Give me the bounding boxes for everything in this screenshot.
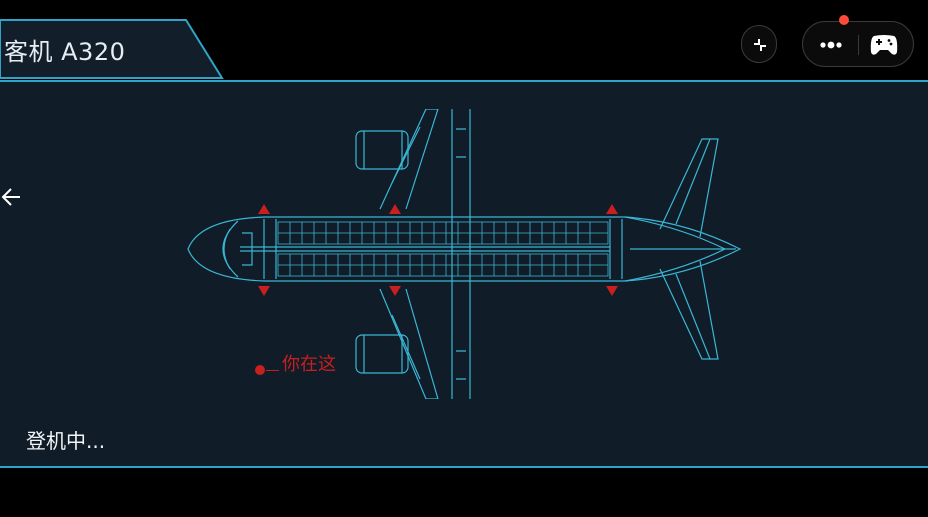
aircraft-blueprint	[187, 109, 742, 399]
more-icon[interactable]	[817, 36, 847, 54]
door-marker[interactable]	[389, 204, 401, 214]
capsule-divider	[858, 35, 859, 55]
mini-program-capsule	[802, 21, 914, 67]
notification-dot	[839, 15, 849, 25]
position-marker	[255, 365, 265, 375]
game-panel: 你在这 登机中...	[0, 80, 928, 468]
seat-grid	[277, 221, 609, 277]
you-are-here-label: 你在这	[282, 354, 336, 375]
position-marker-line	[266, 370, 279, 371]
gamepad-icon[interactable]	[869, 32, 899, 58]
collapse-icon	[754, 39, 766, 51]
door-marker[interactable]	[606, 204, 618, 214]
title-tab: 客机 A320	[0, 18, 226, 80]
collapse-button[interactable]	[741, 25, 777, 63]
page-title: 客机 A320	[4, 38, 126, 66]
door-marker[interactable]	[389, 286, 401, 296]
back-arrow-icon[interactable]	[0, 186, 24, 208]
door-marker[interactable]	[258, 286, 270, 296]
door-marker[interactable]	[258, 204, 270, 214]
bottom-bar	[0, 468, 928, 517]
top-bar: 客机 A320	[0, 0, 928, 80]
boarding-status: 登机中...	[26, 429, 106, 453]
door-marker[interactable]	[606, 286, 618, 296]
